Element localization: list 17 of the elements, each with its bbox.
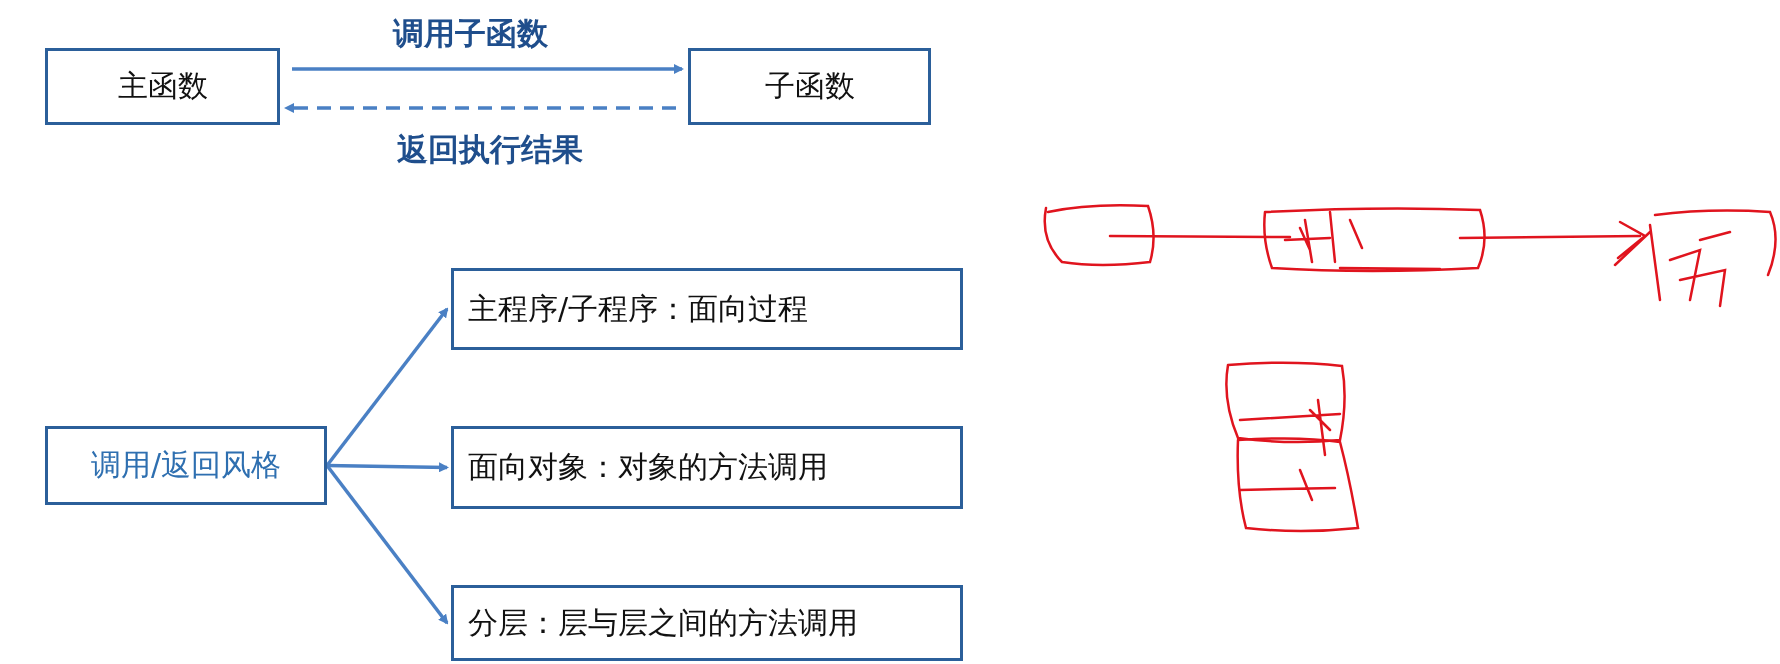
arrow [284, 103, 676, 113]
arrow [325, 464, 449, 625]
arrow [292, 64, 684, 74]
arrow [326, 462, 449, 473]
process-box [451, 268, 963, 350]
box-label: 调用/返回风格 [90, 446, 282, 484]
box-label: 主程序/子程序：面向过程 [468, 289, 809, 328]
box-label: 面向对象：对象的方法调用 [468, 448, 828, 486]
process-box [45, 426, 327, 505]
process-box [451, 426, 963, 509]
box-label: 主函数 [117, 67, 208, 105]
arrow [325, 307, 449, 467]
process-box [451, 585, 963, 661]
process-box [688, 48, 931, 125]
box-label: 分层：层与层之间的方法调用 [468, 603, 858, 642]
box-label: 子函数 [764, 67, 855, 105]
process-box [45, 48, 280, 125]
